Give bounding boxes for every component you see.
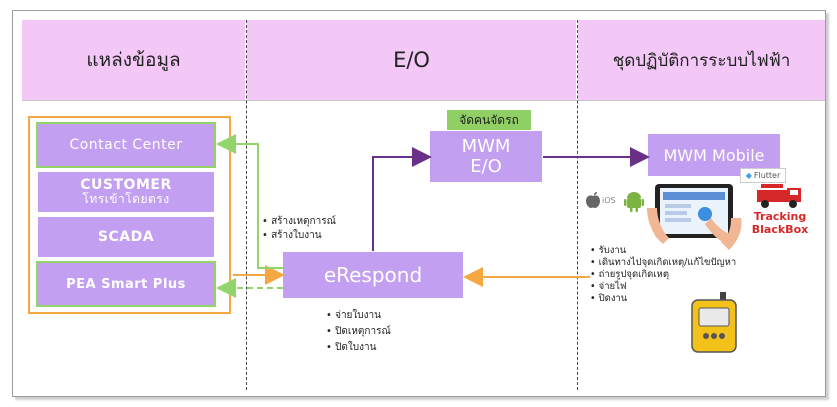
mwm-eo-label-1: MWM [461, 135, 511, 157]
header-sources: แหล่งข้อมูล [22, 20, 245, 100]
sources-group [28, 116, 231, 314]
task-item: รับงาน [590, 245, 736, 257]
close-note-item: จ่ายใบงาน [326, 308, 391, 324]
header-divider [22, 100, 825, 101]
pea-smart-plus-box: PEA Smart Plus [36, 261, 216, 307]
customer-box: CUSTOMER โทรเข้าโดยตรง [38, 172, 214, 212]
close-note-item: ปิดเหตุการณ์ [326, 324, 391, 340]
create-note-item: สร้างเหตุการณ์ [262, 215, 336, 229]
customer-label: CUSTOMER [80, 177, 172, 193]
apple-icon [583, 190, 603, 210]
flutter-badge: ◆Flutter [740, 168, 786, 183]
close-note-item: ปิดใบงาน [326, 340, 391, 356]
scada-label: SCADA [97, 229, 155, 245]
tracking-label-1: Tracking [753, 210, 807, 223]
arrow-erespond-to-contact-center [216, 134, 283, 269]
arrow-erespond-to-mwm [372, 147, 432, 251]
flutter-label: Flutter [753, 171, 781, 180]
column-divider-2 [577, 20, 578, 390]
tracking-label-2: BlackBox [751, 223, 809, 236]
scada-box: SCADA [38, 217, 214, 257]
tracking-label: Tracking BlackBox [748, 210, 812, 236]
tablet-hands-icon [645, 178, 745, 254]
mwm-eo-box: MWM E/O [430, 131, 542, 182]
contact-center-label: Contact Center [69, 137, 183, 153]
erespond-box: eRespond [283, 252, 463, 298]
erespond-label: eRespond [323, 263, 423, 287]
create-notes: สร้างเหตุการณ์ สร้างใบงาน [262, 215, 336, 243]
pea-smart-plus-label: PEA Smart Plus [66, 276, 186, 292]
create-note-item: สร้างใบงาน [262, 229, 336, 243]
mwm-eo-label-2: E/O [470, 155, 502, 177]
field-tasks: รับงาน เดินทางไปจุดเกิดเหตุ/แก้ไขปัญหา ถ… [590, 245, 737, 305]
customer-sublabel: โทรเข้าโดยตรง [82, 192, 170, 206]
android-icon [624, 190, 644, 212]
header-eo: E/O [247, 20, 576, 100]
task-item: จ่ายไฟ [590, 281, 736, 293]
tracking-device-icon [690, 292, 738, 354]
task-item: ถ่ายรูปจุดเกิดเหตุ [590, 269, 736, 281]
task-item: ปิดงาน [590, 293, 736, 305]
flutter-icon: ◆ [745, 171, 752, 180]
mwm-mobile-label: MWM Mobile [663, 145, 765, 165]
contact-center-box: Contact Center [36, 122, 216, 168]
header-ops: ชุดปฏิบัติการระบบไฟฟ้า [578, 20, 825, 100]
close-notes: จ่ายใบงาน ปิดเหตุการณ์ ปิดใบงาน [326, 308, 391, 356]
dispatch-tag: จัดคนจัดรถ [447, 110, 531, 130]
column-divider-1 [246, 20, 247, 390]
truck-icon [755, 180, 805, 210]
task-item: เดินทางไปจุดเกิดเหตุ/แก้ไขปัญหา [590, 257, 737, 269]
ios-label: iOS [602, 196, 616, 205]
